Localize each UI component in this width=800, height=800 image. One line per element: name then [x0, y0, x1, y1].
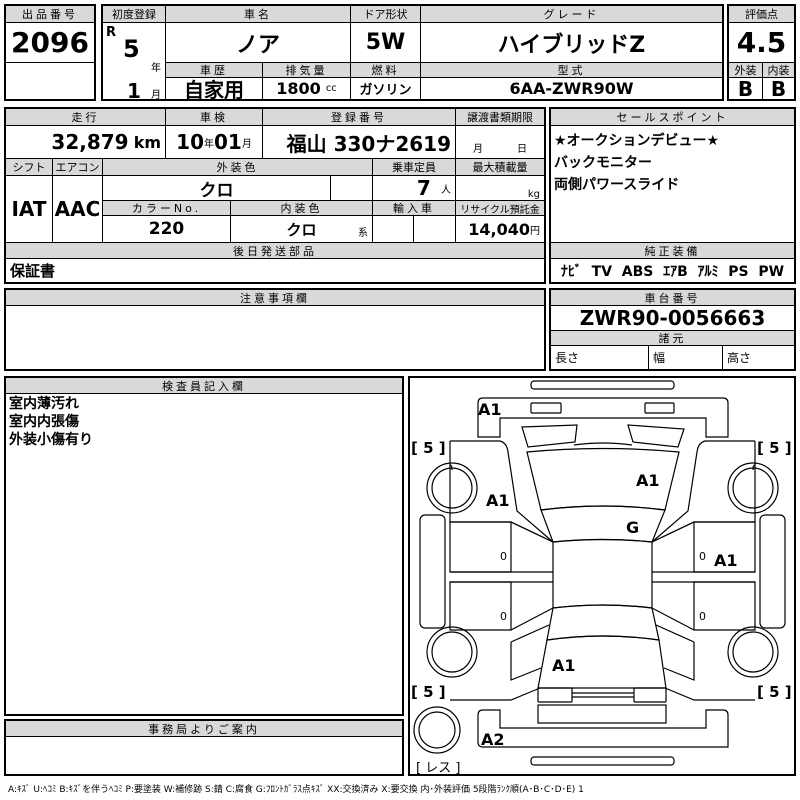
inspector-notes: 室内薄汚れ 室内内張傷 外装小傷有り	[5, 393, 403, 715]
month-unit: 月	[151, 90, 161, 100]
tire-tread-fl: [ 5 ]	[411, 439, 446, 457]
damage-mark: A1	[486, 491, 510, 510]
front-bumper	[477, 397, 729, 438]
lot-label: 出品番号	[5, 5, 95, 23]
transfer-deadline-label: 譲渡書類期限	[455, 108, 545, 126]
door-mark: 0	[699, 610, 706, 623]
sales-points: ★オークションデビュー★ バックモニター 両側パワースライド	[550, 125, 795, 243]
legend: A:ｷｽﾞ U:ﾍｺﾐ B:ｷｽﾞを伴うﾍｺﾐ P:要塗装 W:補修跡 S:錆 …	[8, 785, 584, 795]
headlight-left	[530, 402, 562, 414]
rear-window	[546, 604, 660, 641]
tire-tread-fr: [ 5 ]	[757, 439, 792, 457]
score-label: 評価点	[728, 5, 795, 23]
km-unit: km	[133, 132, 161, 152]
recycle-fee: 14,040	[468, 219, 530, 239]
side-sill	[450, 571, 553, 583]
equipment: ﾅﾋﾞ TV ABS ｴｱB ｱﾙﾐ PS PW	[550, 258, 795, 283]
notes-label: 注意事項欄	[5, 289, 545, 306]
taillight-right	[633, 687, 667, 703]
damage-mark: A1	[636, 471, 660, 490]
deadline-day-unit: 日	[517, 144, 527, 155]
yen-unit: 円	[530, 225, 540, 237]
inspection-year: 10	[176, 130, 204, 154]
windshield	[540, 505, 666, 543]
height-label: 高さ	[722, 345, 795, 370]
int-color-suffix: 系	[358, 228, 368, 239]
taillight-left	[537, 687, 573, 703]
cc-unit: cc	[325, 83, 337, 94]
exterior-label: 外装	[728, 62, 763, 78]
insp-year-unit: 年	[204, 138, 214, 150]
inspection-month: 01	[214, 130, 242, 154]
tire-tread-rr: [ 5 ]	[757, 683, 792, 701]
era: R	[106, 25, 117, 40]
inspector-line: 室内薄汚れ	[9, 396, 79, 412]
rear-door	[449, 581, 554, 631]
displacement: 1800	[276, 79, 321, 98]
sales-point: ★オークションデビュー★	[554, 133, 720, 149]
quarter	[450, 624, 550, 701]
inspector-label: 検査員記入欄	[5, 377, 403, 394]
rear-bar	[530, 756, 675, 766]
inspection-label: 車検	[165, 108, 263, 126]
damage-mark: G	[626, 518, 640, 537]
rear-bumper	[477, 709, 729, 748]
int-color: クロ	[286, 220, 317, 239]
roof	[552, 538, 653, 609]
import-label: 輸入車	[372, 200, 456, 216]
first-reg-label: 初度登録	[102, 5, 166, 23]
front-door	[449, 521, 554, 573]
year-unit: 年	[151, 63, 161, 74]
trunk	[537, 635, 667, 689]
damage-mark: A2	[481, 730, 505, 749]
insp-month-unit: 月	[241, 138, 252, 150]
damage-mark: A1	[552, 656, 576, 675]
capacity-label: 乗車定員	[372, 158, 456, 176]
office-label: 事務局よりご案内	[5, 720, 403, 737]
interior-grade: B	[762, 77, 795, 100]
front-bar	[530, 380, 675, 390]
spare-tire-label: [ レス ]	[416, 761, 461, 776]
inspector-line: 外装小傷有り	[9, 432, 93, 448]
sales-point: バックモニター	[554, 155, 652, 171]
reg-year: 5	[123, 35, 140, 63]
spare-tire	[413, 706, 461, 754]
sales-points-label: セールスポイント	[550, 108, 795, 126]
door-mark: 0	[699, 550, 706, 563]
rear-panel	[537, 704, 667, 724]
lot-number: 2096	[5, 22, 95, 63]
history-label: 車歴	[165, 62, 263, 78]
model-code: 6AA-ZWR90W	[420, 77, 723, 100]
damage-mark: A1	[714, 551, 738, 570]
wheel	[426, 462, 478, 514]
lot-empty	[5, 62, 95, 100]
sales-point: 両側パワースライド	[554, 177, 680, 193]
capacity-unit: 人	[441, 184, 451, 196]
chassis-number: ZWR90-0056663	[550, 305, 795, 331]
interior-label: 内装	[762, 62, 795, 78]
damage-diagram	[408, 376, 796, 776]
mileage: 32,879	[51, 130, 129, 154]
left-side	[419, 440, 554, 701]
grille	[521, 424, 685, 448]
later-parts: 保証書	[5, 258, 545, 283]
wheel	[426, 626, 478, 678]
reg-month: 1	[127, 79, 141, 100]
fuel-label: 燃料	[350, 62, 421, 78]
capacity: 7	[416, 176, 431, 200]
inspector-line: 室内内張傷	[9, 414, 79, 430]
door-mark: 0	[500, 610, 507, 623]
mileage-cell: 32,879 km	[5, 125, 166, 159]
side-step	[419, 514, 446, 629]
damage-mark: A1	[478, 400, 502, 419]
headlight-right	[644, 402, 675, 414]
deadline-month-unit: 月	[473, 144, 483, 155]
door-mark: 0	[500, 550, 507, 563]
tire-tread-rl: [ 5 ]	[411, 683, 446, 701]
